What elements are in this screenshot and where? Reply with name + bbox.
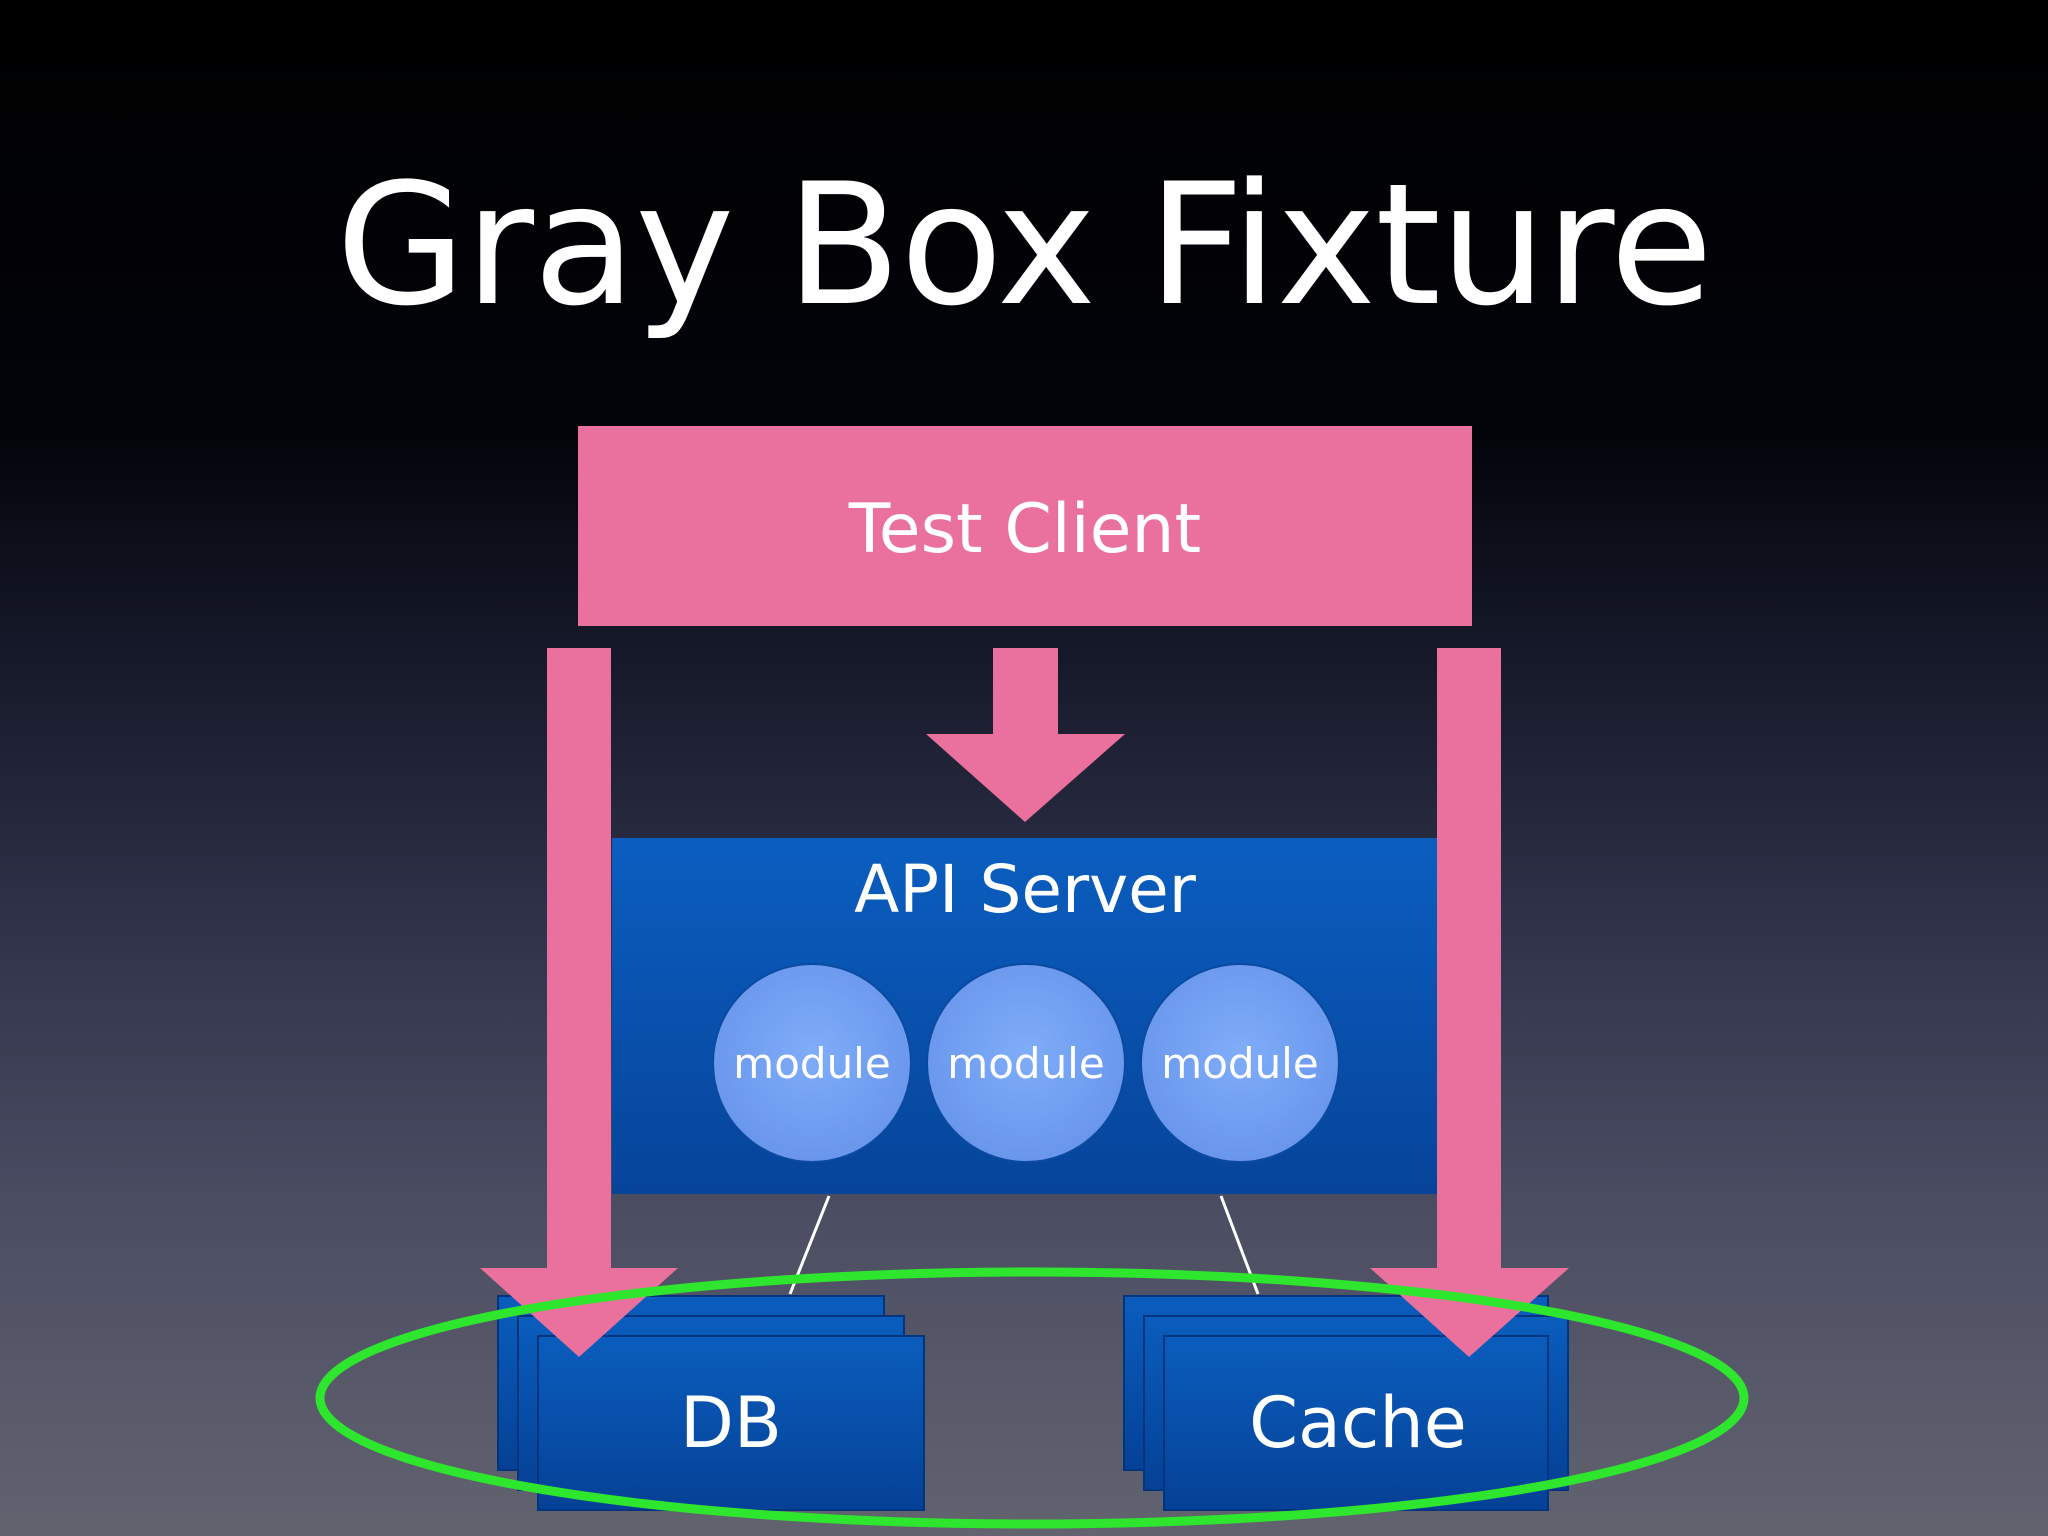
- cache-stack: Cache: [1123, 1295, 1569, 1511]
- db-label: DB: [680, 1382, 782, 1464]
- module-circle: module: [1140, 963, 1340, 1163]
- arrow-down-icon: [926, 648, 1125, 822]
- module-label: module: [947, 1039, 1104, 1088]
- arrow-down-icon: [480, 648, 678, 1357]
- module-circle: module: [712, 963, 912, 1163]
- module-label: module: [1161, 1039, 1318, 1088]
- cache-label: Cache: [1249, 1382, 1467, 1464]
- test-client-label: Test Client: [848, 490, 1201, 569]
- api-server-label: API Server: [854, 851, 1197, 928]
- arrow-down-icon: [1370, 648, 1569, 1357]
- highlight-ring: [315, 1267, 1749, 1529]
- module-circle: module: [926, 963, 1126, 1163]
- test-client-box: Test Client: [578, 426, 1472, 626]
- module-label: module: [733, 1039, 890, 1088]
- slide-title: Gray Box Fixture: [335, 147, 1713, 343]
- api-server-box: API Server module module module: [612, 838, 1438, 1194]
